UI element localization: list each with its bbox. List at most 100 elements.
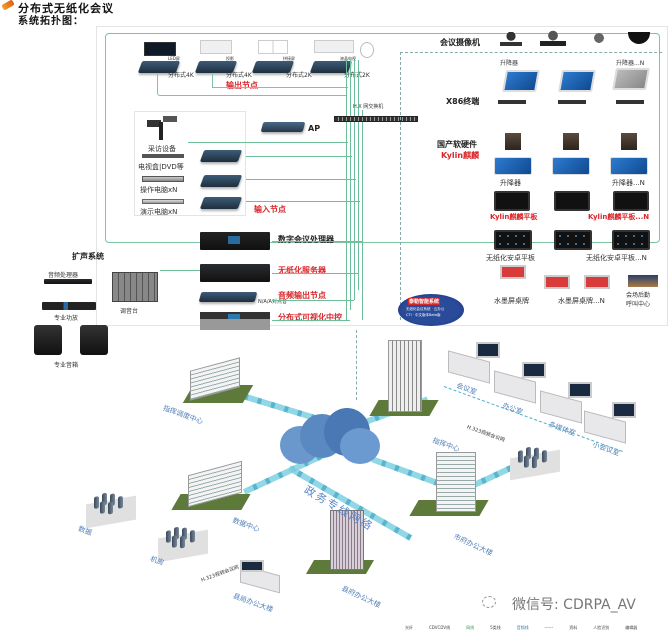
kylin-pc-tower <box>505 133 521 150</box>
switch-label: H.X 网交换机 <box>353 104 384 110</box>
vertical-bus <box>358 60 359 290</box>
e-ink-nameplate <box>584 275 610 289</box>
camera-icon <box>143 116 179 140</box>
x86-device-label: 升降器...N <box>616 60 645 67</box>
kylin-monitor <box>610 157 648 175</box>
building-label: 数据中心 <box>231 516 261 534</box>
camera-icon <box>588 30 610 46</box>
pa-item-label: 专业功放 <box>54 315 79 322</box>
pc-device <box>142 199 184 204</box>
e-ink-nameplate <box>544 275 570 289</box>
kylin-pc-label: 升降器 <box>500 179 521 187</box>
vertical-bus <box>346 60 347 320</box>
screen-label: 液晶电视 <box>340 56 356 61</box>
badge-line: CTI · 中文版本Beta版 <box>406 313 441 317</box>
kylin-label: 国产软硬件 <box>437 140 477 149</box>
ap-label: AP <box>308 124 321 133</box>
building-city-office <box>436 452 476 512</box>
pa-item-label: 专业音箱 <box>54 362 79 369</box>
building-label: 指挥调度中心 <box>161 404 205 426</box>
core-label: 无纸化服务器 <box>278 266 326 275</box>
input-source-label: 操作电脑xN <box>140 186 178 194</box>
core-link <box>272 300 354 301</box>
core-label: 音频输出节点 <box>278 291 326 300</box>
building-hq-tower <box>388 340 422 412</box>
badge-line: 无纸化会议系统 · 云办公 <box>406 307 445 311</box>
output-screen-led <box>144 42 176 56</box>
x86-host <box>558 100 586 104</box>
building-label: 市府办公大楼 <box>452 532 494 558</box>
nameplate-label: 水墨屏桌牌 <box>494 297 529 305</box>
audio-processor <box>44 279 92 284</box>
pa-link <box>160 270 200 271</box>
core-link <box>272 320 350 321</box>
kylin-pc-tower <box>621 133 637 150</box>
input-node-device <box>199 175 243 187</box>
pa-item-label: 音频处理器 <box>48 272 79 279</box>
pa-item-label: 调音台 <box>120 308 139 315</box>
legend-item: 5类线 <box>490 625 501 630</box>
dome-camera-icon <box>628 32 650 44</box>
input-link <box>246 201 360 202</box>
input-source-label: 演示电脑xN <box>140 208 178 216</box>
x86-device-label: 升降器 <box>500 60 519 67</box>
legend-item: CDVCDV线 <box>429 625 451 630</box>
x86-tablet <box>558 70 596 92</box>
room-screen <box>568 382 592 398</box>
input-source-label: 电视盒|DVD等 <box>138 163 184 171</box>
network-label: H.323视频会议网 <box>466 424 506 444</box>
x86-host <box>498 100 526 104</box>
vertical-bus <box>350 60 351 310</box>
room-screen <box>612 402 636 418</box>
wireless-ap <box>260 122 306 132</box>
remote-room-label: 县局办公大楼 <box>231 592 275 614</box>
mixer <box>112 272 158 302</box>
badge-title: 泰勒智能系统 <box>408 298 441 305</box>
audio-output-node <box>198 292 258 302</box>
watermark: 微信号: CDRPA_AV <box>512 597 636 613</box>
kylin-pc-label: 升降器...N <box>612 179 645 187</box>
network-dashed-link <box>356 330 357 400</box>
x86-laptop <box>612 68 650 90</box>
legend-item: 音频线 <box>516 625 529 630</box>
camera-icon <box>500 32 522 46</box>
android-tablet <box>494 230 532 250</box>
audio-sub-label: N/A/A对点音 <box>258 299 287 305</box>
server-group <box>86 492 136 529</box>
output-tablet-icon <box>360 42 374 58</box>
output-screen-videowall <box>258 40 288 54</box>
cameras-label: 会议摄像机 <box>440 38 480 47</box>
speaker <box>80 325 108 355</box>
output-node-label: 分布式4K <box>226 72 252 79</box>
wechat-icon <box>482 596 496 608</box>
server-group <box>158 526 208 563</box>
input-source-label: 采访设备 <box>148 145 176 153</box>
room-screen <box>522 362 546 378</box>
kylin-tablet-label: Kylin麒麟平板...N <box>588 213 650 221</box>
legend-item: 编辑器 <box>625 625 638 630</box>
building-label: 县府办公大楼 <box>340 584 382 610</box>
speaker <box>34 325 62 355</box>
core-link <box>272 273 358 274</box>
digital-conference-processor <box>200 232 270 250</box>
output-screen-projector <box>200 40 232 54</box>
vertical-bus <box>354 60 355 300</box>
core-link <box>272 241 362 242</box>
legend: 光纤 CDVCDV线 网线 5类线 音频线 ------ 资料 人脸识别 编辑器 <box>405 625 637 631</box>
kylin-tablet <box>494 191 530 211</box>
pa-system-title: 扩声系统 <box>72 252 104 261</box>
core-label: 数字会议处理器 <box>278 235 334 244</box>
legend-item: 资料 <box>569 625 578 630</box>
power-amplifier <box>42 302 96 310</box>
camera-icon <box>540 30 566 46</box>
kylin-monitor <box>494 157 532 175</box>
input-node-device <box>199 150 243 162</box>
output-screen-tv <box>314 40 354 53</box>
output-nodes-label: 输出节点 <box>226 81 258 90</box>
kylin-tablet-label: Kylin麒麟平板 <box>490 213 538 221</box>
pc-device <box>142 176 184 182</box>
room-screen <box>476 342 500 358</box>
output-bus-line <box>157 74 347 96</box>
output-node-label: 分布式2K <box>286 72 312 79</box>
nameplate-label: 水墨屏桌牌...N <box>558 297 605 305</box>
